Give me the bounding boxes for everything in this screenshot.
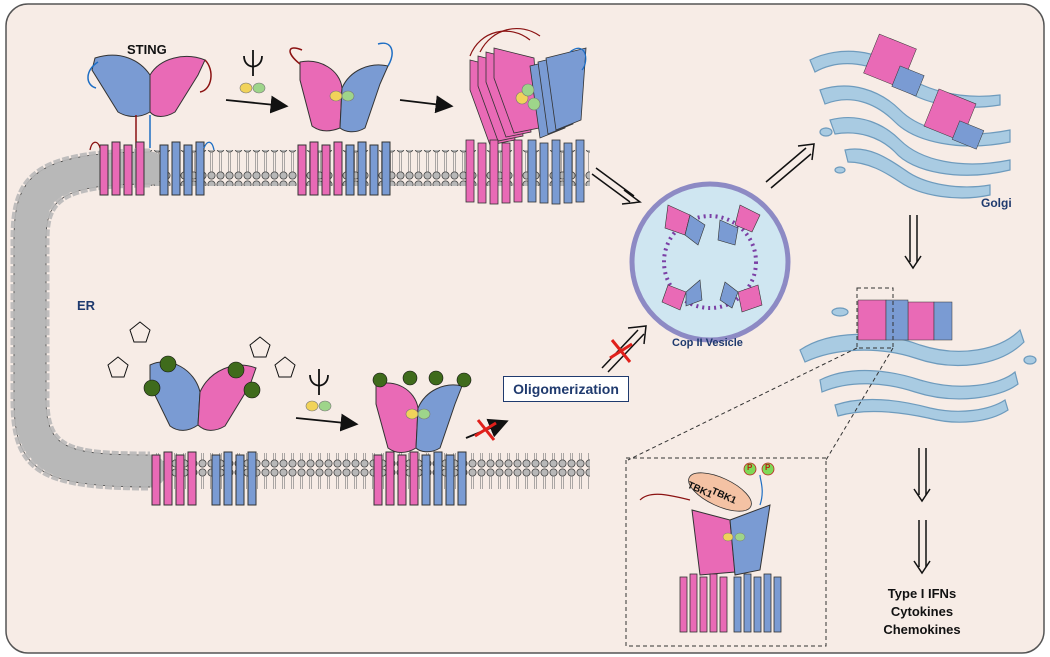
sting-dimer-apo	[87, 54, 215, 196]
output-type-i-ifns: Type I IFNs	[887, 586, 957, 601]
arrow-to-outputs-1	[913, 448, 931, 503]
golgi-top-stings	[863, 33, 985, 150]
sting-label: STING	[127, 42, 167, 57]
zoom-inset	[625, 457, 827, 647]
output-list: Type I IFNs Cytokines Chemokines	[862, 585, 982, 639]
cgamp-ligand-icon-2	[305, 369, 332, 412]
phospho-label-b: P	[765, 463, 771, 472]
copii-vesicle	[629, 181, 791, 343]
zoom-line-right	[825, 347, 894, 461]
sting-dimer-inhibited-bound	[372, 370, 472, 506]
zoom-inset-sting	[639, 462, 782, 633]
sting-dimer-bound	[289, 42, 393, 196]
zoom-line-left	[627, 347, 858, 461]
blocked-arrow-copii	[601, 325, 647, 373]
copii-label: Cop II Vesicle	[672, 337, 743, 349]
oligomerization-box: Oligomerization	[503, 376, 629, 402]
arrow-to-golgi	[765, 143, 815, 189]
blocked-arrow-oligo	[465, 418, 509, 441]
golgi-label: Golgi	[981, 196, 1012, 210]
output-cytokines: Cytokines	[890, 604, 954, 619]
cgamp-ligand-icon	[239, 50, 266, 94]
golgi-lower-stings	[856, 287, 953, 349]
er-label: ER	[77, 298, 96, 313]
phospho-label-a: P	[747, 463, 753, 472]
sting-dimer-inhibited	[107, 321, 296, 506]
activation-arrow-3	[295, 413, 359, 432]
sting-oligomer	[465, 27, 587, 205]
arrow-to-outputs-2	[913, 520, 931, 575]
output-chemokines: Chemokines	[883, 622, 961, 637]
arrow-golgi-down	[904, 215, 922, 270]
activation-arrow-2	[399, 95, 454, 114]
arrow-to-copii	[591, 167, 642, 205]
activation-arrow-1	[225, 95, 289, 114]
